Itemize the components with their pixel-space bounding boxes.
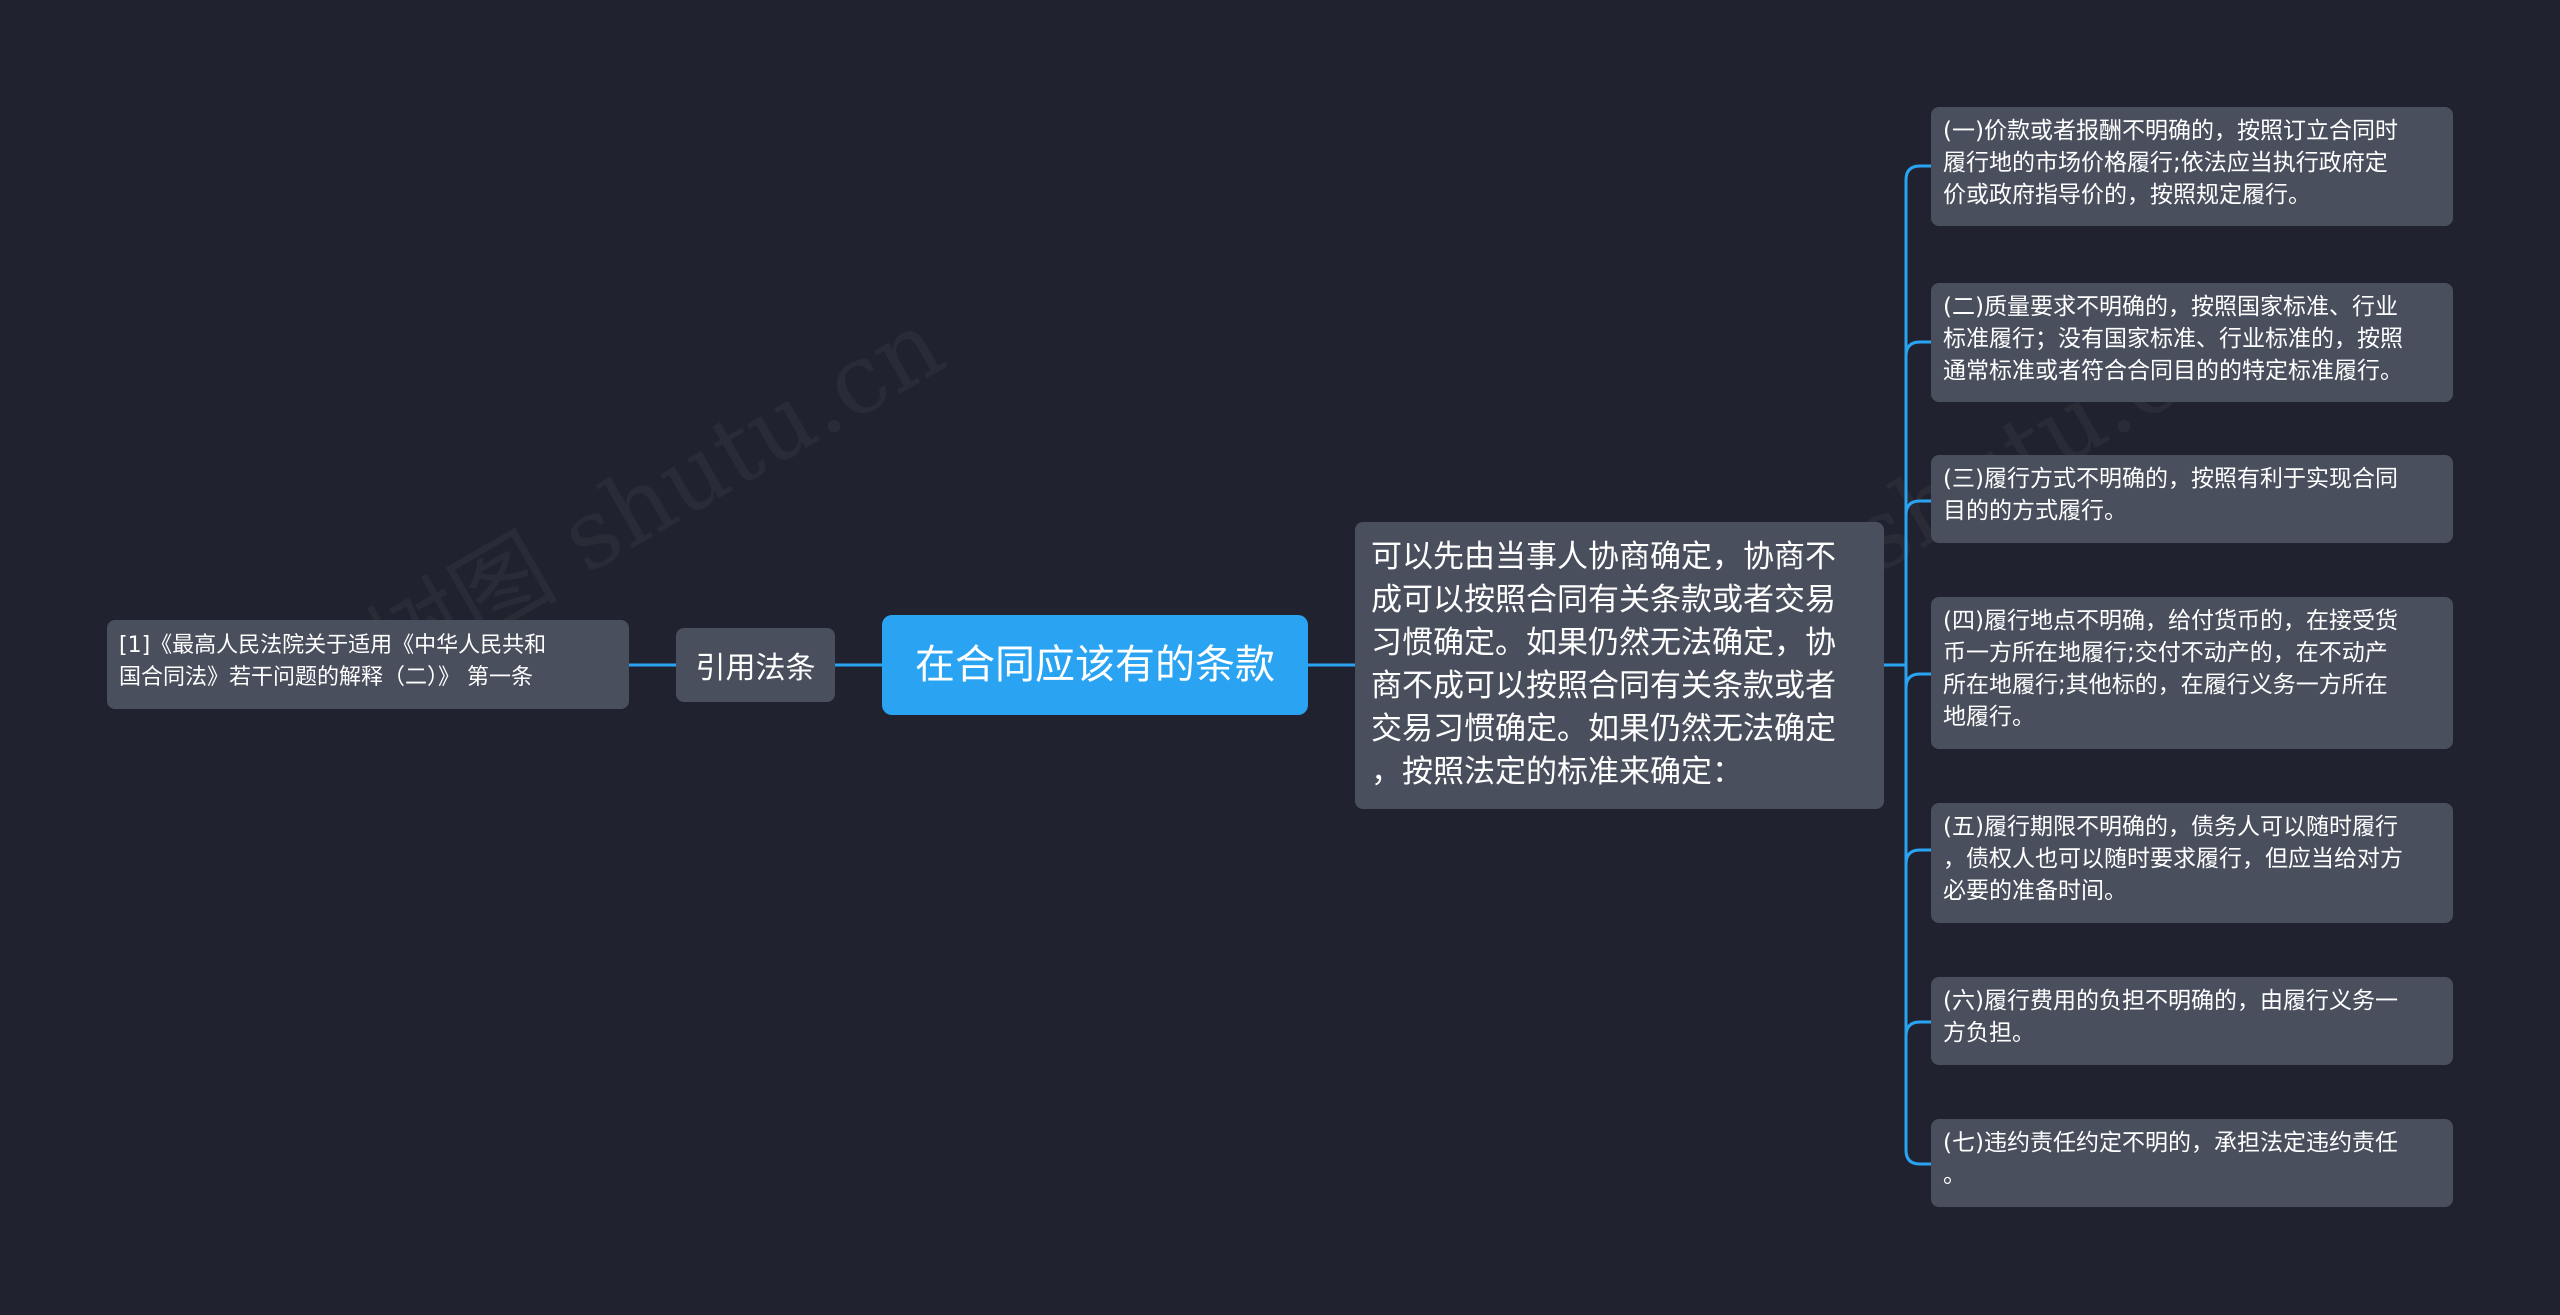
connector-item-2 xyxy=(1904,340,1931,357)
connector-item-1 xyxy=(1904,164,1931,181)
description-node[interactable]: 可以先由当事人协商确定，协商不 成可以按照合同有关条款或者交易 习惯确定。如果仍… xyxy=(1355,522,1884,809)
clause-item-4[interactable]: (四)履行地点不明确，给付货币的，在接受货 币一方所在地履行;交付不动产的，在不… xyxy=(1931,597,2453,749)
clause-item-5[interactable]: (五)履行期限不明确的，债务人可以随时履行 ，债权人也可以随时要求履行，但应当给… xyxy=(1931,803,2453,923)
clause-item-7[interactable]: (七)违约责任约定不明的，承担法定违约责任 。 xyxy=(1931,1119,2453,1207)
connector-item-5 xyxy=(1904,848,1931,865)
clause-item-1[interactable]: (一)价款或者报酬不明确的，按照订立合同时 履行地的市场价格履行;依法应当执行政… xyxy=(1931,107,2453,226)
connector-item-3 xyxy=(1904,499,1931,516)
clause-item-6[interactable]: (六)履行费用的负担不明确的，由履行义务一 方负担。 xyxy=(1931,977,2453,1065)
root-node[interactable]: 在合同应该有的条款 xyxy=(882,615,1308,715)
reference-node[interactable]: [1]《最高人民法院关于适用《中华人民共和 国合同法》若干问题的解释（二）》 第… xyxy=(107,620,629,709)
clause-item-3[interactable]: (三)履行方式不明确的，按照有利于实现合同 目的的方式履行。 xyxy=(1931,455,2453,543)
category-node[interactable]: 引用法条 xyxy=(676,628,835,702)
connector-item-4 xyxy=(1904,672,1931,689)
connector-item-7 xyxy=(1904,1149,1931,1166)
clause-item-2[interactable]: (二)质量要求不明确的，按照国家标准、行业 标准履行；没有国家标准、行业标准的，… xyxy=(1931,283,2453,402)
connector-item-6 xyxy=(1904,1020,1931,1037)
